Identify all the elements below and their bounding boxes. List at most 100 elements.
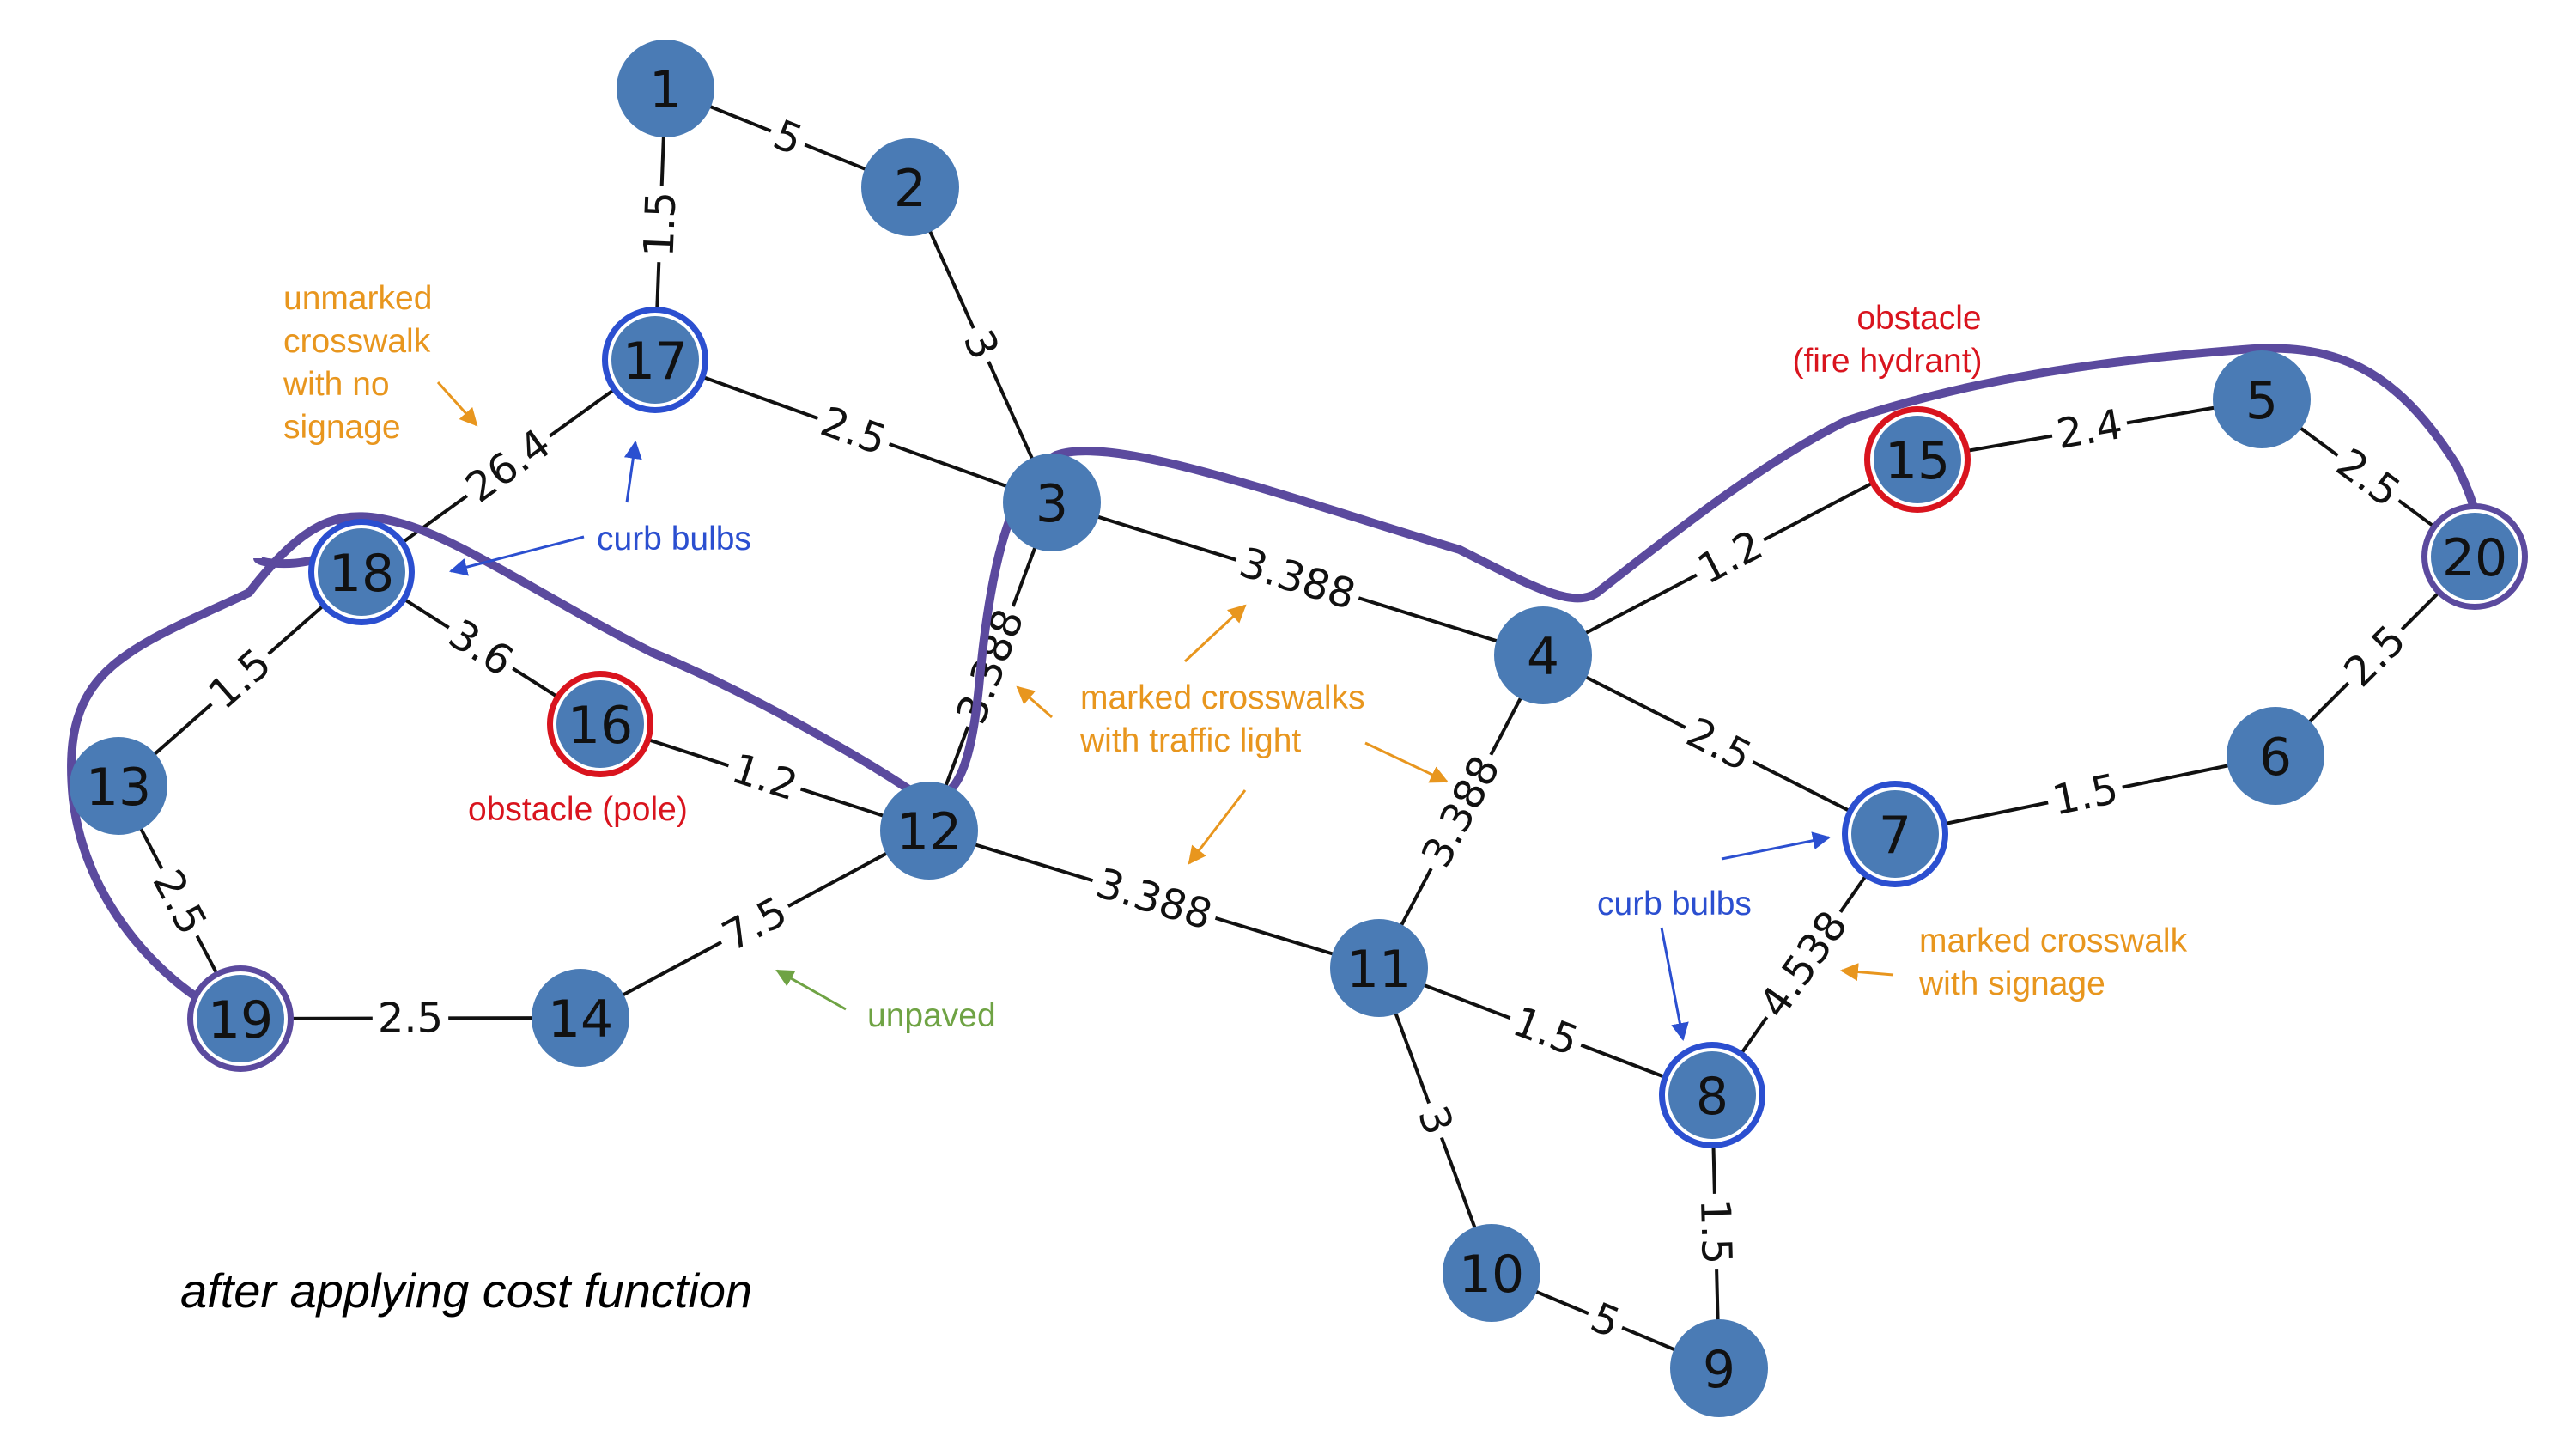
edge-weight-group: 2.5	[372, 992, 449, 1044]
annotation-obstacle-hydrant: obstacle (fire hydrant)	[1792, 300, 1982, 380]
edge-weight-bg	[2043, 762, 2128, 828]
edge-weight-bg	[708, 883, 801, 965]
annot-curb-bulbs-left: curb bulbs	[597, 521, 751, 557]
annot-light-arrow-3-4	[1183, 604, 1247, 663]
node-label-16: 16	[568, 696, 633, 756]
edge-weight-label: 1.5	[2048, 764, 2122, 825]
edge-weight-group: 3.388	[1084, 855, 1224, 943]
edge-weight-bg	[720, 740, 809, 814]
edge-weight-group: 1.5	[633, 185, 688, 264]
edge-weight-group: 3.388	[1228, 535, 1367, 623]
edge-weight-bg	[2330, 611, 2421, 702]
node-label-8: 8	[1696, 1067, 1728, 1127]
annot-hydrant-line2: (fire hydrant)	[1792, 343, 1982, 380]
annot-light-arrow-4-11	[1364, 741, 1449, 783]
edge-weight-group: 7.5	[708, 883, 801, 965]
annot-light-line2: with traffic light	[1079, 722, 1301, 759]
node-label-2: 2	[894, 159, 927, 219]
node-17	[611, 316, 699, 404]
edge-weight-bg	[1746, 897, 1862, 1032]
caption: after applying cost function	[180, 1263, 752, 1318]
annotation-obstacle-pole: obstacle (pole)	[468, 791, 688, 828]
annotation-curb-bulbs-right: curb bulbs	[1597, 831, 1832, 1042]
node-label-12: 12	[896, 802, 962, 862]
edge-weight-group: 3	[950, 317, 1012, 373]
edge-weight-group: 3.6	[434, 606, 527, 691]
edge-weight-bg	[809, 393, 898, 469]
annot-signage-line2: with signage	[1918, 965, 2105, 1002]
node-14	[532, 969, 629, 1067]
annot-curb-arrow-17	[623, 440, 642, 503]
annot-curb-arrow-7	[1721, 831, 1832, 861]
edge-weight-group: 1.5	[2043, 762, 2128, 828]
annot-unpaved-arrow	[775, 969, 847, 1011]
edge-weight-bg	[1501, 994, 1590, 1069]
edge-weight-group: 5	[761, 107, 815, 169]
annot-light-line1: marked crosswalks	[1080, 679, 1365, 716]
node-11	[1330, 919, 1428, 1017]
node-12	[880, 782, 978, 880]
node-label-1: 1	[649, 60, 682, 120]
edge-weight-group: 4.538	[1746, 897, 1862, 1032]
node-label-17: 17	[623, 332, 688, 392]
edge-weight-bg	[452, 415, 565, 517]
edge-weight-label: 1.5	[1691, 1198, 1741, 1265]
annot-unmarked-line4: signage	[283, 409, 401, 446]
edge-weight-label: 2.5	[378, 994, 443, 1042]
edge-weight-bg	[950, 317, 1012, 373]
edge-weight-label: 3.388	[1091, 859, 1218, 940]
node-7	[1851, 790, 1939, 878]
node-label-9: 9	[1703, 1340, 1735, 1400]
node-10	[1443, 1224, 1540, 1322]
edge-weight-group: 3	[1404, 1094, 1467, 1147]
edge-weight-group: 2.5	[138, 856, 221, 948]
edge-weight-label: 2.5	[2328, 439, 2409, 516]
annotation-curb-bulbs-left: curb bulbs	[448, 440, 751, 576]
edge-weight-bg	[1228, 535, 1367, 623]
edge-weight-bg	[633, 185, 688, 264]
node-label-15: 15	[1885, 431, 1950, 491]
annot-curb-bulbs-right: curb bulbs	[1597, 886, 1752, 922]
annot-curb-arrow-8	[1660, 927, 1689, 1042]
node-13	[70, 737, 167, 835]
edge-weight-label: 3.388	[1234, 539, 1361, 619]
edge-weight-group: 3.388	[1408, 742, 1514, 881]
edge-weight-label: 3.6	[440, 610, 521, 685]
edge-weight-group: 2.5	[2322, 435, 2415, 521]
node-label-18: 18	[329, 544, 394, 604]
node-label-3: 3	[1036, 474, 1068, 534]
annotation-marked-crosswalk-signage: marked crosswalk with signage	[1839, 922, 2188, 1002]
annot-hydrant-line1: obstacle	[1856, 300, 1981, 337]
edge-weight-bg	[1578, 1289, 1632, 1352]
node-6	[2227, 707, 2324, 805]
node-label-5: 5	[2245, 371, 2278, 431]
edge-weight-group: 26.4	[452, 415, 565, 517]
edge-weight-bg	[1084, 855, 1224, 943]
edge-weight-label: 1.5	[199, 639, 280, 718]
annot-signage-arrow	[1839, 963, 1894, 982]
node-label-20: 20	[2442, 528, 2507, 588]
edge-weight-bg	[761, 107, 815, 169]
edge-weight-bg	[434, 606, 527, 691]
node-label-14: 14	[548, 989, 613, 1050]
node-label-6: 6	[2259, 728, 2292, 788]
edge-weight-bg	[1684, 516, 1777, 599]
edge-weight-group: 2.4	[2047, 397, 2132, 462]
annot-unmarked-arrow	[436, 381, 478, 427]
node-2	[861, 138, 959, 236]
annot-unmarked-line1: unmarked	[283, 280, 432, 317]
edge-weight-group: 1.5	[1501, 994, 1590, 1069]
node-label-4: 4	[1527, 627, 1559, 687]
node-label-19: 19	[208, 990, 273, 1050]
node-label-13: 13	[86, 758, 151, 818]
edge-weight-bg	[2322, 435, 2415, 521]
edge-weight-label: 3.388	[1413, 748, 1510, 875]
annot-unmarked-line2: crosswalk	[283, 323, 431, 360]
edge-weight-bg	[2047, 397, 2132, 462]
annot-obstacle-pole: obstacle (pole)	[468, 791, 688, 828]
edge-weight-bg	[1674, 704, 1765, 785]
node-label-10: 10	[1459, 1245, 1524, 1305]
edge-weight-bg	[1408, 742, 1514, 881]
